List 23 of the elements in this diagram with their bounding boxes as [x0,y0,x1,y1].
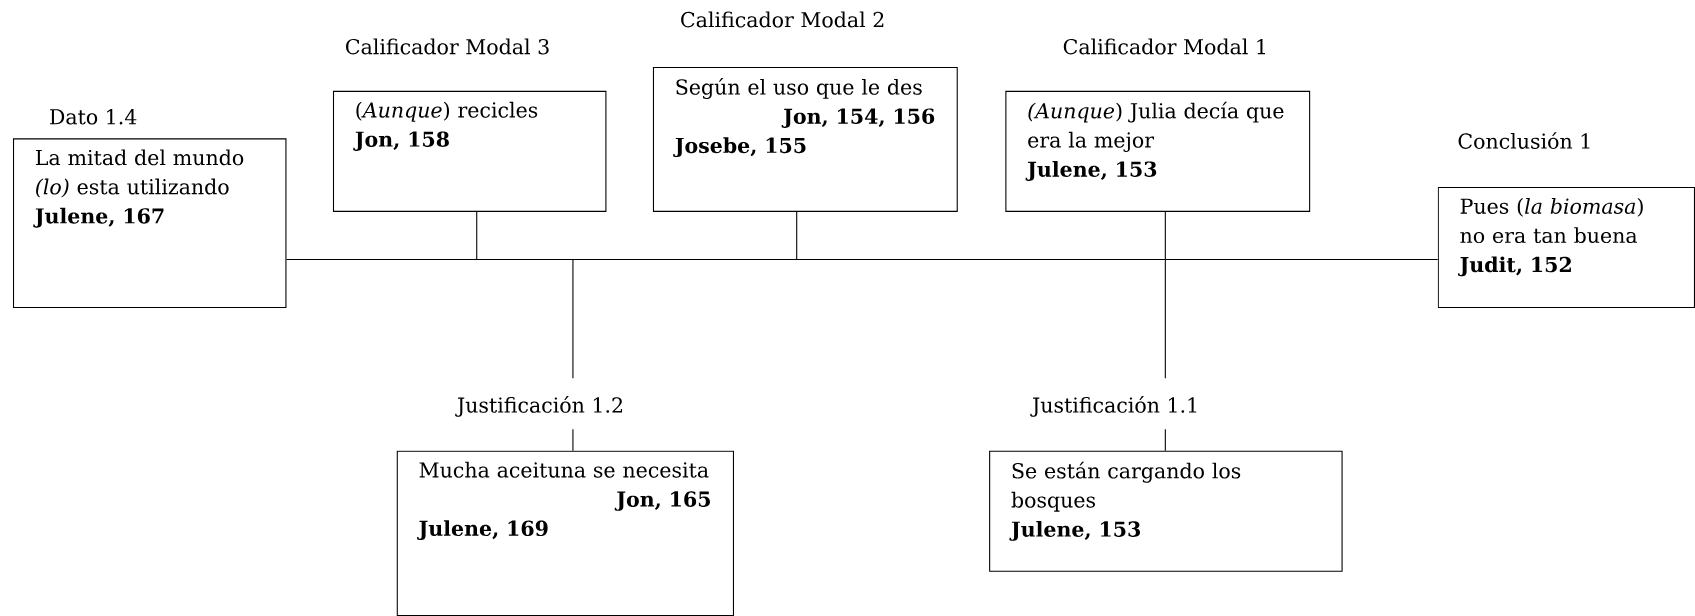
box-heading: Calificador Modal 1 [1063,38,1266,55]
connector-line [285,258,1439,260]
connector-line [796,211,798,260]
argument-box: Mucha aceituna se necesita Jon, 165 Julene, 169 [396,450,734,616]
box-heading: Justificación 1.1 [1030,396,1197,417]
box-heading: Conclusión 1 [1458,132,1590,149]
connector-line [476,211,478,260]
argument-box: Pues (la biomasa) no era tan buena Judit, 152 [1437,186,1695,308]
argument-box: (Aunque) Julia decía que era la mejor Julene, 153 [1005,90,1311,212]
node-label: Julene, 169 [417,520,548,540]
box-heading: Calificador Modal 3 [346,38,549,55]
box-heading: Justificación 1.2 [455,396,623,417]
box-heading: Calificador Modal 2 [681,11,884,28]
box-heading: Dato 1.4 [50,108,137,125]
connector-line [572,258,574,452]
node-label: Mucha aceituna se necesita [419,461,709,478]
node-label: Jon, 165 [614,491,710,511]
argument-box: Según el uso que le des Jon, 154, 156 Josebe, 155 [652,66,958,212]
connector-line [1164,211,1166,260]
argument-box: (Aunque) recicles Jon, 158 [332,90,607,212]
argument-box: Se están cargando los bosques Julene, 153 [989,450,1343,572]
connector-line [1164,258,1166,452]
argument-box: La mitad del mundo (lo) esta utilizando Julene, 167 [13,138,287,308]
